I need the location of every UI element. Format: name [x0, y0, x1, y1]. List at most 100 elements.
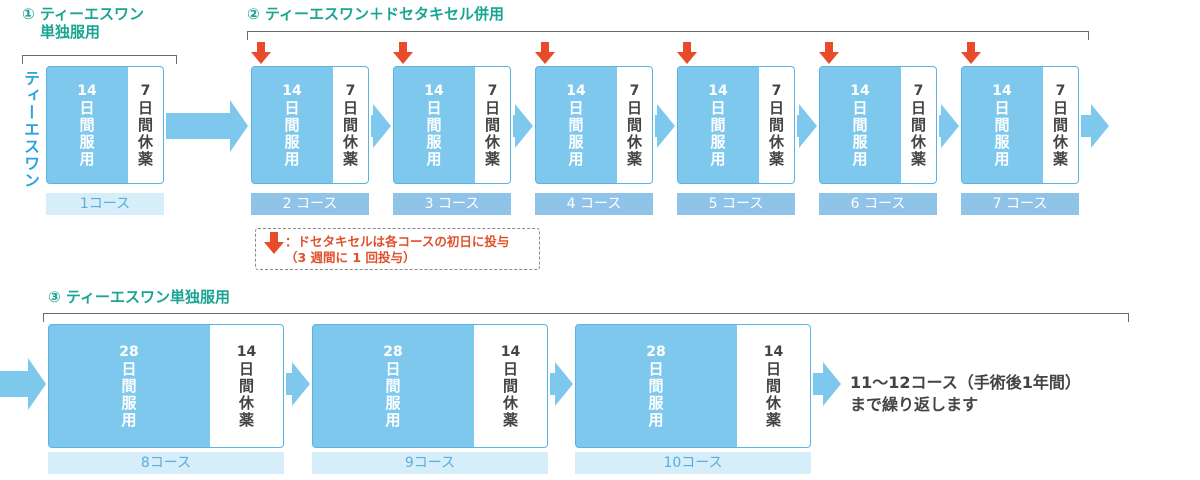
- admin-days: 14: [282, 82, 302, 99]
- admin-char: 間: [121, 376, 137, 395]
- section-3-title: ③ ティーエスワン単独服用: [48, 288, 231, 306]
- admin-days: 14: [424, 82, 444, 99]
- rest-days: 7: [629, 82, 640, 99]
- admin-char: 用: [994, 149, 1010, 168]
- admin-char: 日: [426, 98, 442, 117]
- rest-days: 14: [763, 343, 784, 360]
- rest-char: 休: [238, 393, 254, 412]
- admin-days: 28: [646, 343, 666, 360]
- rest-char: 間: [910, 115, 926, 134]
- rest-days: 7: [913, 82, 924, 99]
- course-label: 7 コース: [961, 193, 1079, 215]
- admin-char: 服: [852, 132, 868, 151]
- admin-days: 14: [850, 82, 870, 99]
- section-2-title: ② ティーエスワン＋ドセタキセル併用: [247, 5, 505, 23]
- rest-char: 日: [910, 98, 926, 117]
- rest-char: 日: [768, 98, 784, 117]
- rest-char: 休: [626, 132, 642, 151]
- section-1-title-line2: 単独服用: [40, 23, 101, 41]
- rest-char: 休: [765, 393, 781, 412]
- rest-days: 7: [345, 82, 356, 99]
- admin-char: 間: [568, 115, 584, 134]
- rest-char: 間: [238, 376, 254, 395]
- section-1-bracket: [22, 55, 177, 64]
- admin-char: 服: [284, 132, 300, 151]
- rest-char: 日: [137, 98, 153, 117]
- rest-char: 間: [137, 115, 153, 134]
- rest-char: 間: [626, 115, 642, 134]
- flow-arrow-icon: [286, 362, 310, 406]
- admin-char: 日: [648, 359, 664, 378]
- admin-char: 服: [568, 132, 584, 151]
- admin-char: 服: [385, 393, 401, 412]
- rest-days: 7: [771, 82, 782, 99]
- admin-days: 14: [77, 82, 97, 99]
- admin-char: 日: [568, 98, 584, 117]
- flow-arrow-icon: [0, 358, 46, 410]
- rest-char: 日: [626, 98, 642, 117]
- admin-char: 服: [648, 393, 664, 412]
- admin-char: 間: [79, 115, 95, 134]
- red-down-arrow-icon: [264, 232, 284, 254]
- admin-days: 28: [119, 343, 139, 360]
- red-down-arrow-icon: [677, 42, 697, 64]
- course-label: 9コース: [312, 452, 548, 474]
- admin-char: 間: [852, 115, 868, 134]
- rest-char: 日: [502, 359, 518, 378]
- admin-char: 日: [710, 98, 726, 117]
- admin-char: 間: [710, 115, 726, 134]
- course-label: 10コース: [575, 452, 811, 474]
- admin-char: 間: [385, 376, 401, 395]
- admin-char: 日: [994, 98, 1010, 117]
- rest-char: 休: [768, 132, 784, 151]
- rest-char: 薬: [484, 149, 500, 168]
- flow-arrow-icon: [166, 100, 248, 152]
- note-line2: （3 週間に 1 回投与）: [285, 250, 416, 265]
- admin-char: 用: [385, 410, 401, 429]
- rest-char: 薬: [502, 410, 518, 429]
- admin-char: 用: [426, 149, 442, 168]
- admin-char: 服: [426, 132, 442, 151]
- rest-char: 薬: [1052, 149, 1068, 168]
- admin-char: 用: [284, 149, 300, 168]
- course-label: 5 コース: [677, 193, 795, 215]
- rest-char: 日: [238, 359, 254, 378]
- flow-arrow-icon: [513, 104, 533, 148]
- flow-arrow-icon: [797, 104, 817, 148]
- admin-char: 日: [385, 359, 401, 378]
- rest-days: 14: [500, 343, 521, 360]
- docetaxel-note-box: [255, 228, 540, 270]
- admin-char: 用: [568, 149, 584, 168]
- red-down-arrow-icon: [535, 42, 555, 64]
- course-label: 6 コース: [819, 193, 937, 215]
- repeat-note-line2: まで繰り返します: [850, 395, 979, 414]
- red-down-arrow-icon: [251, 42, 271, 64]
- flow-arrow-icon: [550, 362, 573, 406]
- admin-char: 用: [121, 410, 137, 429]
- rest-char: 薬: [910, 149, 926, 168]
- section-2-bracket: [247, 31, 1089, 40]
- admin-char: 日: [121, 359, 137, 378]
- admin-char: 日: [284, 98, 300, 117]
- drug-vertical-label: ティーエスワン: [21, 70, 40, 189]
- flow-arrow-icon: [655, 104, 675, 148]
- admin-days: 14: [566, 82, 586, 99]
- admin-char: 日: [852, 98, 868, 117]
- rest-char: 間: [502, 376, 518, 395]
